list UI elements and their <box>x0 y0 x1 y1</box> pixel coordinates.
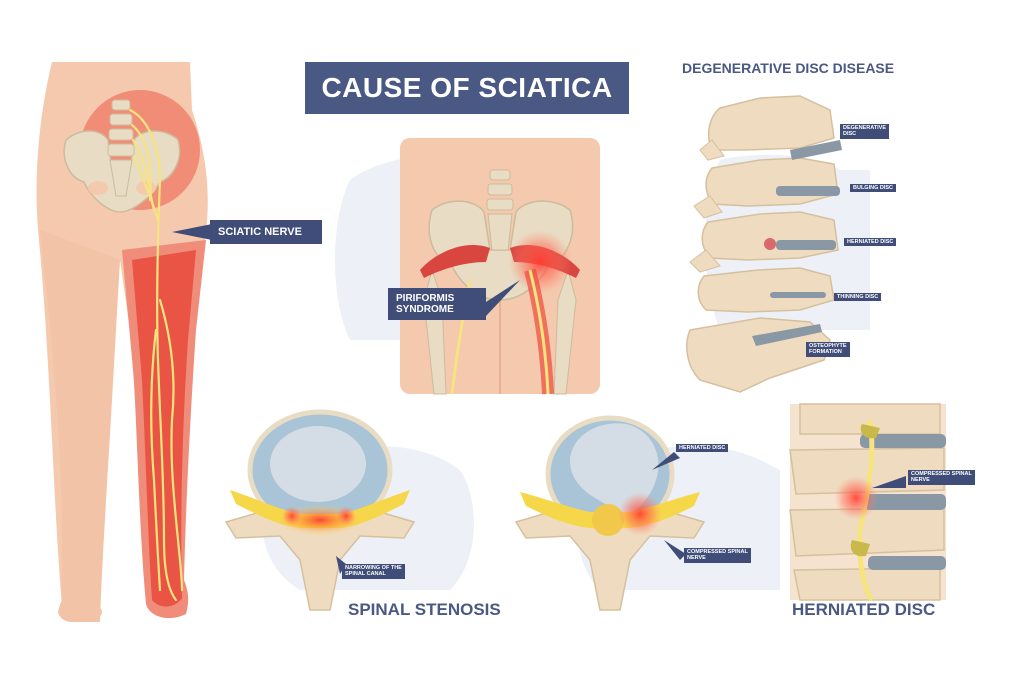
lumbar-vertebrae <box>107 99 135 197</box>
pelvis-hole-left <box>88 181 108 195</box>
compressed-nerve-pointer <box>664 540 686 560</box>
piriformis-spine <box>486 169 514 251</box>
left-foot <box>58 602 102 622</box>
compressed-nerve-line2: NERVE <box>687 555 706 562</box>
thinning-disc-label: THINNING DISC <box>834 293 882 302</box>
side-nerve-root-bottom <box>850 540 870 557</box>
degenerative-disc-line2: DISC <box>843 131 857 138</box>
narrowing-pointer <box>336 556 346 574</box>
spinous-processes <box>689 139 725 273</box>
herniated-disc-spot <box>764 238 776 250</box>
herniated-disc-heading: HERNIATED DISC <box>792 600 936 619</box>
herniated-glow <box>618 492 662 536</box>
osteophyte-line1: OSTEOPHYTE <box>809 343 847 349</box>
side-compressed-line2: NERVE <box>911 477 930 484</box>
piriformis-figure <box>335 138 600 395</box>
piriformis-label-line2: SYNDROME <box>396 304 454 315</box>
side-compressed-pointer <box>872 476 906 488</box>
stenosis-figure <box>224 409 474 611</box>
herniated-cord <box>592 504 624 536</box>
side-glow <box>834 476 878 520</box>
piriformis-nerve-right <box>528 269 550 395</box>
spinal-stenosis-heading: SPINAL STENOSIS <box>348 600 501 619</box>
herniated-disc-pointer <box>652 452 680 470</box>
compressed-nerve-label: COMPRESSED SPINAL NERVE <box>684 548 751 563</box>
stenosis-glow-left <box>282 506 302 526</box>
page-title: CAUSE OF SCIATICA <box>305 62 629 114</box>
sciatic-nerve-label: SCIATIC NERVE <box>210 220 322 244</box>
femur-right <box>553 268 577 395</box>
leg-inflammation <box>132 250 196 607</box>
sciatic-nerve-branches <box>128 108 184 602</box>
side-nerve-root-top <box>860 424 880 439</box>
side-nerve <box>857 419 875 602</box>
stenosis-disc-inner <box>270 426 366 502</box>
body-figure <box>36 62 208 622</box>
side-compressed-line1: COMPRESSED SPINAL <box>911 471 972 477</box>
piriformis-label: PIRIFORMIS SYNDROME <box>388 288 486 320</box>
degenerative-heading: DEGENERATIVE DISC DISEASE <box>682 60 895 76</box>
herniated-disc-spine-label: HERNIATED DISC <box>844 238 897 247</box>
stenosis-glow-right <box>336 506 356 526</box>
discs <box>752 140 842 346</box>
degenerative-disc-label: DEGENERATIVE DISC <box>840 124 889 139</box>
bulging-disc-label: BULGING DISC <box>850 184 897 193</box>
side-compressed-nerve-label: COMPRESSED SPINAL NERVE <box>908 470 975 485</box>
piriformis-label-line1: PIRIFORMIS <box>396 292 455 304</box>
compressed-nerve-line1: COMPRESSED SPINAL <box>687 549 748 555</box>
degenerative-disc-line1: DEGENERATIVE <box>843 125 886 131</box>
sciatic-nerve-pointer <box>172 224 212 240</box>
piriformis-muscle-left <box>420 244 490 278</box>
herniated-axial-label: HERNIATED DISC <box>676 444 729 453</box>
piriformis-glow <box>508 230 572 294</box>
stenosis-ligament <box>230 490 410 528</box>
degenerative-spine-figure <box>686 95 870 393</box>
piriformis-pointer <box>486 280 520 316</box>
narrowing-line2: SPINAL CANAL <box>345 571 386 578</box>
herniated-axial-figure <box>514 415 780 611</box>
narrowing-label: NARROWING OF THE SPINAL CANAL <box>342 564 405 579</box>
left-leg <box>40 230 120 622</box>
osteophyte-label: OSTEOPHYTE FORMATION <box>806 342 850 357</box>
osteophyte-line2: FORMATION <box>809 349 842 356</box>
side-discs <box>860 434 946 570</box>
narrowing-line1: NARROWING OF THE <box>345 565 402 571</box>
herniated-side-figure <box>789 403 946 602</box>
